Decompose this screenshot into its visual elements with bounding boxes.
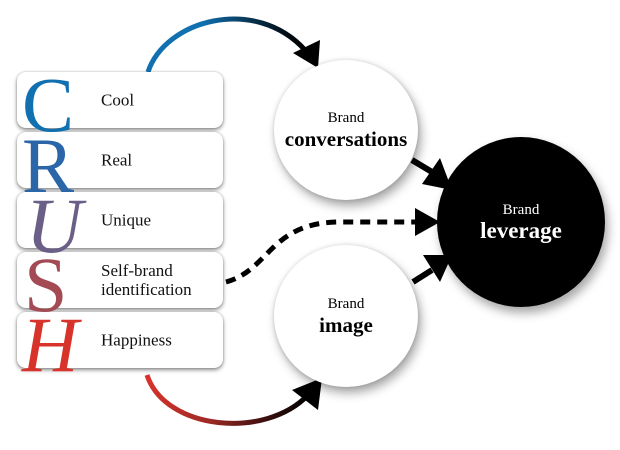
factor-box-self-brand: Self-brand identification bbox=[17, 252, 223, 308]
factor-box-unique: Unique bbox=[17, 192, 223, 248]
node-brand-leverage: Brand leverage bbox=[437, 137, 605, 307]
node-title-big: conversations bbox=[284, 127, 408, 151]
node-title-big: leverage bbox=[480, 218, 562, 243]
acronym-letter-h: H bbox=[22, 301, 79, 388]
factor-label: Unique bbox=[101, 210, 152, 230]
factor-label: Self-brand identification bbox=[101, 261, 192, 299]
node-brand-conversations: Brand conversations bbox=[274, 60, 418, 200]
arrow-happiness-to-image bbox=[144, 374, 310, 426]
arrowhead-leverage-middle bbox=[415, 208, 440, 236]
factor-box-real: Real bbox=[17, 132, 223, 188]
arrow-selfbrand-to-leverage bbox=[225, 219, 420, 285]
node-title-small: Brand bbox=[327, 296, 365, 312]
factor-box-cool: Cool bbox=[17, 72, 223, 128]
acronym-letter-s: S bbox=[24, 241, 68, 328]
factor-label: Happiness bbox=[101, 330, 172, 350]
node-title-small: Brand bbox=[502, 202, 540, 218]
acronym-letter-r: R bbox=[22, 122, 75, 209]
arrow-image-to-leverage bbox=[411, 267, 434, 285]
arrow-cool-to-conversations bbox=[145, 16, 307, 73]
node-title-small: Brand bbox=[327, 110, 365, 126]
acronym-letter-u: U bbox=[26, 182, 83, 269]
factor-box-happiness: Happiness bbox=[17, 312, 223, 368]
node-brand-image: Brand image bbox=[274, 245, 418, 387]
factor-label: Cool bbox=[101, 90, 135, 110]
acronym-letter-c: C bbox=[22, 61, 75, 148]
arrowhead-image bbox=[292, 378, 322, 410]
factor-label: Real bbox=[101, 150, 133, 170]
arrow-conversations-to-leverage bbox=[410, 157, 434, 175]
node-title-big: image bbox=[319, 313, 373, 337]
arrowhead-conversations bbox=[293, 40, 320, 68]
arrowhead-leverage-top bbox=[422, 158, 452, 190]
arrowhead-leverage-bottom bbox=[423, 255, 452, 282]
